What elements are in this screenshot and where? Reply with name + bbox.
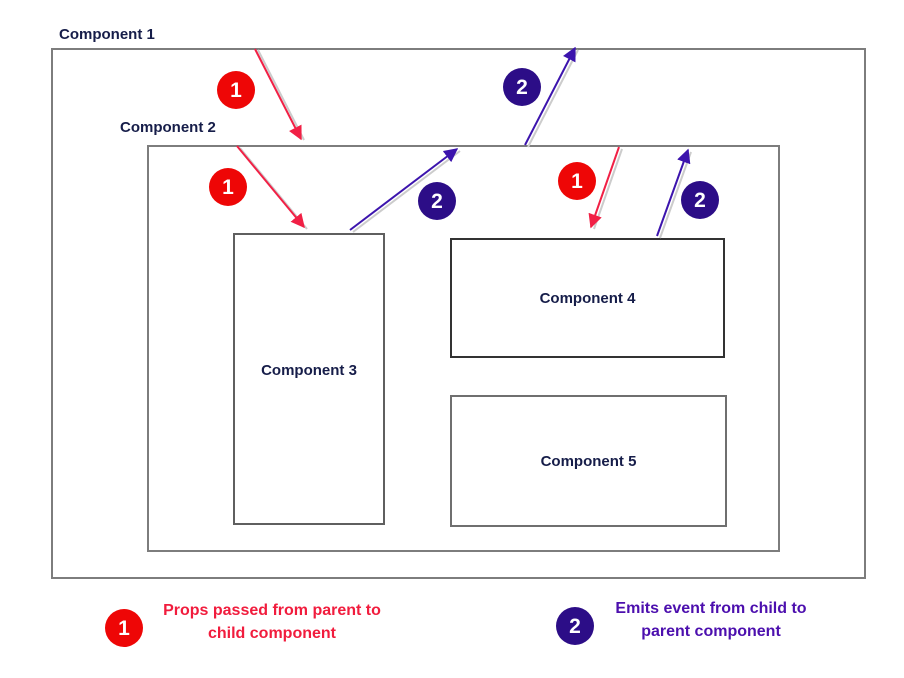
component-5-label: Component 5: [540, 452, 637, 470]
component-4-box: Component 4: [450, 238, 725, 358]
legend-props-text: Props passed from parent to child compon…: [163, 599, 381, 645]
emit-badge: 2: [418, 182, 456, 220]
component-1-box: [51, 48, 866, 579]
legend-props-line2: child component: [207, 625, 336, 642]
legend-emit-text: Emits event from child to parent compone…: [615, 597, 806, 643]
component-1-label: Component 1: [59, 26, 155, 43]
props-badge: 1: [558, 162, 596, 200]
props-badge: 1: [209, 168, 247, 206]
legend-emit-line2: parent component: [641, 623, 781, 640]
component-2-box: [147, 145, 780, 552]
component-3-box: Component 3: [233, 233, 385, 525]
component-5-box: Component 5: [450, 395, 727, 527]
props-badge: 1: [217, 71, 255, 109]
legend-props-line1: Props passed from parent to: [163, 602, 381, 619]
emit-badge: 2: [503, 68, 541, 106]
legend-emit-line1: Emits event from child to: [615, 600, 807, 617]
component-3-label: Component 3: [261, 361, 357, 379]
legend-emit-badge: 2: [556, 607, 594, 645]
legend-props-badge: 1: [105, 609, 143, 647]
component-4-label: Component 4: [539, 289, 636, 307]
component-2-label: Component 2: [120, 119, 216, 136]
emit-badge: 2: [681, 181, 719, 219]
